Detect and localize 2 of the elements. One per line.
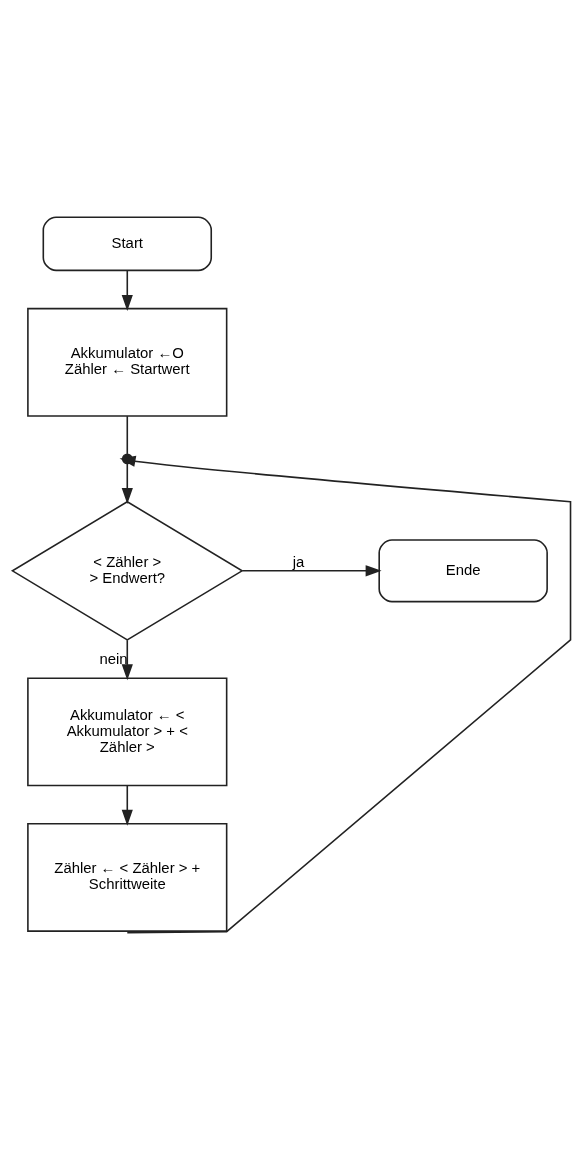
- edge-label: nein: [99, 650, 128, 667]
- edge-label: ja: [292, 553, 305, 570]
